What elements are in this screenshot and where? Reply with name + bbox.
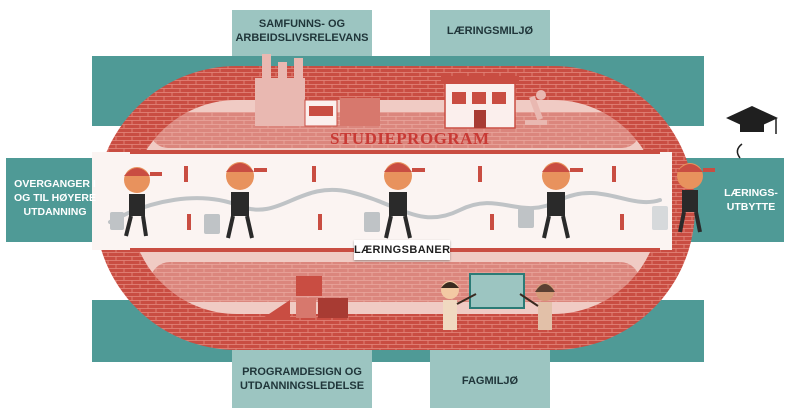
- student-figure: [204, 162, 267, 239]
- label-society-work-relevance: SAMFUNNS- OG ARBEIDSLIVSRELEVANS: [232, 17, 372, 45]
- lane-marker: [612, 166, 616, 182]
- lane-markers: [184, 166, 624, 230]
- school-window-2: [472, 92, 486, 104]
- factory-illustration: [255, 54, 380, 127]
- student-figure: [518, 162, 583, 239]
- label-line: OG TIL HØYERE: [13, 192, 97, 204]
- block-triangle: [260, 300, 290, 320]
- graduation-cap-icon: [726, 106, 778, 159]
- school-roof: [441, 76, 519, 84]
- label-learning-environment: LÆRINGSMILJØ: [430, 24, 550, 38]
- lane-marker: [312, 166, 316, 182]
- panel-bottom-left: [232, 350, 372, 408]
- block-1: [296, 276, 322, 296]
- school-illustration: [441, 76, 547, 129]
- teacher-2: [519, 283, 555, 330]
- label-line: SAMFUNNS- OG: [258, 18, 346, 30]
- label-academic-environment: FAGMILJØ: [430, 374, 550, 388]
- label-program-design: PROGRAMDESIGN OG UTDANNINGSLEDELSE: [232, 365, 372, 393]
- shop-window: [309, 106, 333, 116]
- school-door: [474, 110, 486, 128]
- student-figure: [652, 163, 715, 233]
- block-3: [318, 298, 348, 318]
- label-learning-outcome: LÆRINGS- UTBYTTE: [716, 186, 786, 214]
- blocks-illustration: [260, 276, 348, 320]
- factory-chimney-3: [294, 58, 303, 80]
- school-window-1: [452, 92, 466, 104]
- panel-left-light: [6, 158, 102, 242]
- school-window-3: [492, 92, 506, 104]
- lane-marker: [478, 166, 482, 182]
- microscope-icon: [525, 90, 547, 125]
- label-line: OVERGANGER I: [14, 178, 96, 190]
- lane-marker: [490, 214, 494, 230]
- label-line: PROGRAMDESIGN OG: [242, 366, 362, 378]
- learning-paths-banner: LÆRINGSBANER: [354, 240, 450, 260]
- label-line: LÆRINGS-: [724, 187, 778, 199]
- label-line: ARBEIDSLIVSRELEVANS: [235, 32, 369, 44]
- study-program-title: STUDIEPROGRAM: [330, 129, 490, 148]
- label-line: UTDANNINGSLEDELSE: [239, 380, 365, 392]
- panel-bottom-right: [430, 350, 550, 408]
- student-figure: [110, 167, 162, 237]
- whiteboard: [469, 273, 525, 309]
- label-line: LÆRINGSMILJØ: [446, 25, 534, 37]
- block-2: [296, 298, 316, 318]
- student-figure: [364, 162, 425, 239]
- lane-marker: [318, 214, 322, 230]
- label-line: UTDANNING: [23, 206, 87, 218]
- teachers-illustration: [441, 273, 555, 330]
- lane-marker: [187, 214, 191, 230]
- label-line: FAGMILJØ: [461, 375, 519, 387]
- lane-marker: [184, 166, 188, 182]
- lane-marker: [620, 214, 624, 230]
- label-line: UTBYTTE: [726, 201, 776, 213]
- factory-building: [255, 78, 305, 126]
- label-transitions: OVERGANGER I OG TIL HØYERE UTDANNING: [8, 177, 102, 219]
- factory-chimney-1: [262, 54, 271, 80]
- teacher-1: [441, 281, 477, 330]
- factory-chimney-2: [278, 62, 287, 80]
- warehouse: [340, 98, 380, 126]
- lane-edge-top: [130, 150, 660, 154]
- track-field-bottom-brick: [150, 262, 640, 302]
